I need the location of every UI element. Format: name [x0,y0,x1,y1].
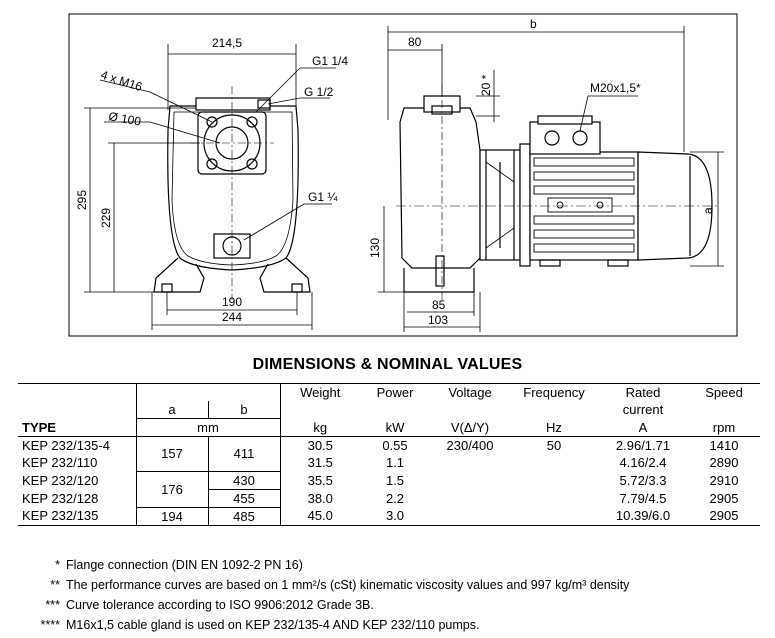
footnote-text: Flange connection (DIN EN 1092-2 PN 16) [66,558,303,572]
header-voltage: Voltage [448,385,492,400]
cell-weight: 45.0 [307,508,333,524]
specs-table: Weight Power Voltage Frequency Rated Spe… [18,383,760,526]
cell-b: 411 [208,436,281,472]
cell-current: 4.16/2.4 [619,455,667,470]
cell-power: 0.55 [382,438,408,453]
side-view [396,84,720,300]
label-diameter: Ø 100 [107,109,142,129]
footnote-mark: ** [50,578,60,592]
cell-type: KEP 232/120 [22,472,99,488]
cell-speed: 2910 [709,472,739,488]
cell-b: 455 [208,489,281,508]
footnote: **** M16x1,5 cable gland is used on KEP 2… [22,615,629,635]
label-port-drain: G1 ¼ [308,190,338,204]
footnote-text: The performance curves are based on 1 mm… [66,578,630,592]
footnote-text: M16x1,5 cable gland is used on KEP 232/1… [66,618,480,632]
footnote: *** Curve tolerance according to ISO 9906… [22,595,629,615]
side-dimensions [378,26,724,332]
unit-weight: kg [313,419,328,435]
header-speed: Speed [705,385,743,400]
footnote-mark: * [55,558,60,572]
dim-base-inner: 190 [222,295,242,309]
cell-type: KEP 232/110 [22,455,98,470]
cell-type: KEP 232/135 [22,508,99,524]
header-power: Power [376,385,414,400]
header-type: TYPE [22,419,56,435]
cell-current: 10.39/6.0 [615,508,671,524]
dim-foot-outer: 103 [428,313,448,327]
footnotes: * Flange connection (DIN EN 1092-2 PN 16)… [22,555,630,635]
cell-a: 194 [135,507,209,525]
cell-speed: 2905 [709,490,739,506]
header-a: a [135,401,209,419]
cell-voltage: 230/400 [446,438,494,453]
header-current-2: current [622,402,664,418]
table-row: KEP 232/135-4 157 411 30.5 0.55 230/400 … [18,436,760,472]
unit-speed: rpm [712,419,736,435]
cell-b: 485 [208,507,281,525]
unit-current: A [638,419,648,435]
cell-power: 1.1 [385,455,405,470]
label-gland: M20x1,5* [590,81,641,95]
cell-current: 2.96/1.71 [615,438,671,453]
dim-height-mid: 229 [99,208,113,228]
header-current-1: Rated [625,385,661,400]
footnote: ** The performance curves are based on 1 … [22,575,629,595]
dim-foot-inner: 85 [432,298,446,312]
cell-weight: 38.0 [307,490,333,506]
front-dimensions [84,44,336,330]
technical-drawing: 214,5 4 x M16 Ø 100 G1 1/4 G 1/2 G1 ¼ 29… [68,13,738,337]
unit-frequency: Hz [546,419,562,435]
header-b: b [208,401,281,419]
dim-overall-b: b [530,17,537,31]
cell-speed: 1410 [709,438,739,453]
table-row: KEP 232/135 194 485 45.0 3.0 10.39/6.0 2… [18,507,760,525]
label-port-main: G1 1/4 [312,54,348,68]
header-weight: Weight [300,385,341,400]
cell-weight: 35.5 [307,472,333,488]
dim-offset: 80 [408,35,422,49]
table-row: KEP 232/110 31.5 1.1 4.16/2.4 2890 [18,454,760,471]
cell-weight: 30.5 [307,438,333,453]
unit-voltage: V(Δ/Y) [450,419,490,435]
cell-weight: 31.5 [307,455,333,470]
cell-frequency: 50 [546,438,562,453]
header-mm: mm [135,418,281,437]
label-bolts: 4 x M16 [99,68,144,95]
table-row: KEP 232/128 455 38.0 2.2 7.79/4.5 2905 [18,489,760,508]
front-view [153,86,311,300]
cell-type: KEP 232/135-4 [22,438,110,453]
dim-axis-a: a [701,207,715,214]
footnote-mark: *** [45,598,60,612]
unit-power: kW [385,419,405,435]
header-frequency: Frequency [523,385,585,400]
label-port-small: G 1/2 [304,85,334,99]
cell-speed: 2905 [709,508,739,524]
cell-speed: 2890 [709,455,739,470]
cell-power: 2.2 [385,490,405,506]
side-labels: b 80 20 * M20x1,5* a 130 85 103 [368,17,715,327]
cell-type: KEP 232/128 [22,490,99,506]
footnote-text: Curve tolerance according to ISO 9906:20… [66,598,374,612]
dim-flange-height: 20 * [479,74,493,96]
cell-b: 430 [208,471,281,490]
footnote-mark: **** [40,618,60,632]
cell-power: 3.0 [385,508,405,524]
cell-current: 7.79/4.5 [619,490,667,506]
table-row: KEP 232/120 176 430 35.5 1.5 5.72/3.3 29… [18,471,760,508]
cell-a: 176 [135,471,209,508]
drawing-frame [68,13,738,337]
dim-base-outer: 244 [222,310,242,324]
dim-width-top: 214,5 [212,36,242,50]
footnote: * Flange connection (DIN EN 1092-2 PN 16) [22,555,629,575]
dim-height-total: 295 [75,190,89,210]
dim-height-base: 130 [368,238,382,258]
section-title: DIMENSIONS & NOMINAL VALUES [252,356,523,373]
cell-current: 5.72/3.3 [619,472,667,488]
cell-a: 157 [135,436,209,472]
cell-power: 1.5 [385,472,405,488]
